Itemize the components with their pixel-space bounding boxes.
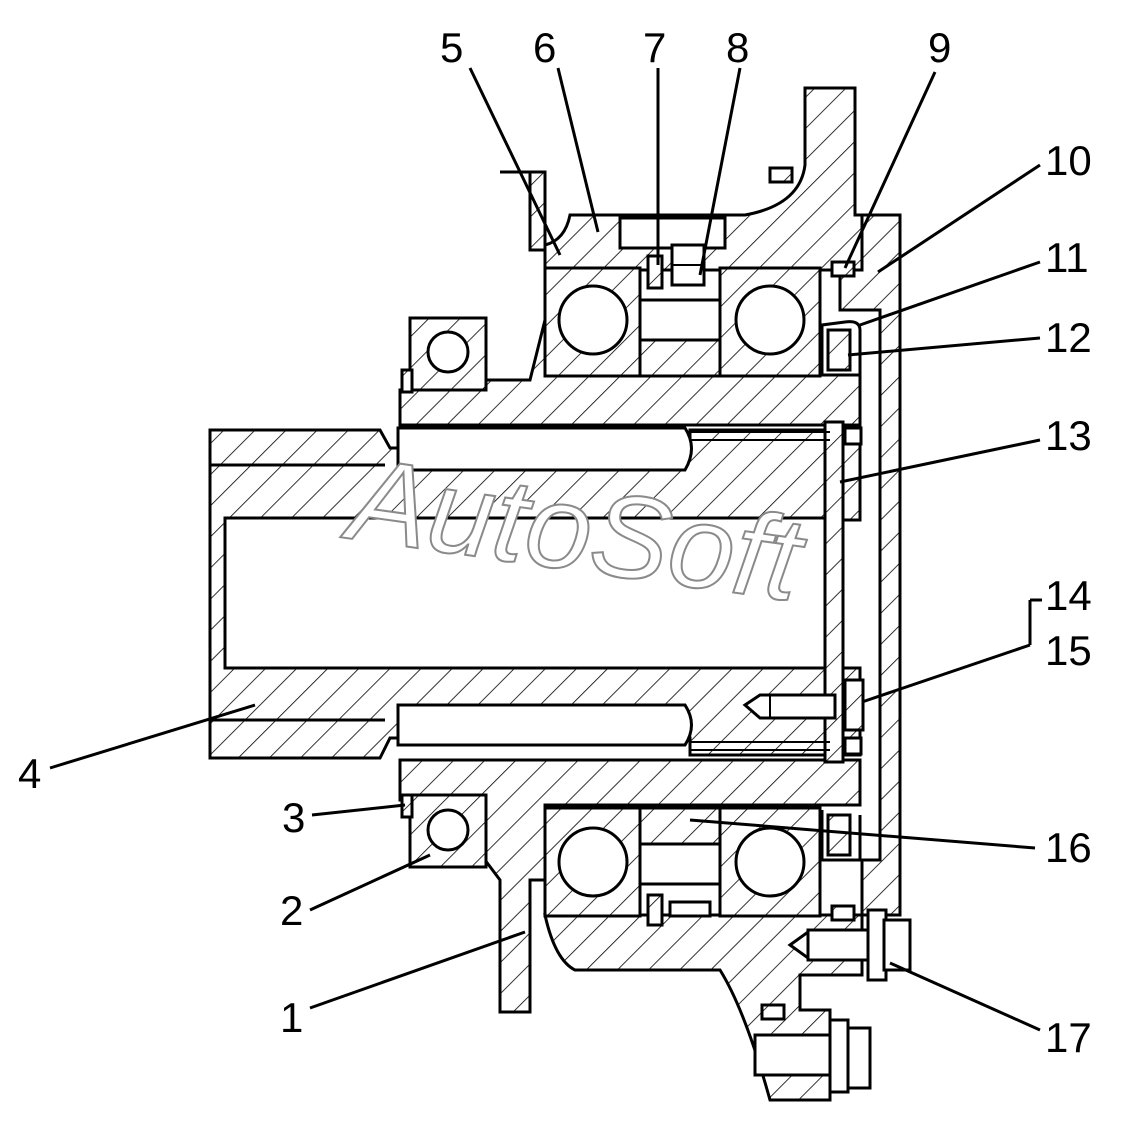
callout-1: 1 [280, 994, 303, 1041]
callout-10: 10 [1045, 137, 1092, 184]
seal [820, 320, 862, 862]
center-screw [742, 678, 865, 732]
callout-12: 12 [1045, 314, 1092, 361]
callout-13: 13 [1045, 412, 1092, 459]
callout-15: 15 [1045, 627, 1092, 674]
callout-labels: 1 2 3 4 5 6 7 8 9 10 11 12 13 14 15 16 1… [18, 24, 1092, 1061]
callout-6: 6 [533, 24, 556, 71]
bearing-top-right [718, 266, 822, 378]
callout-11: 11 [1045, 234, 1089, 281]
leader-lines [49, 67, 1042, 1032]
callout-9: 9 [928, 24, 951, 71]
needle-sleeves [690, 420, 863, 764]
small-bearing-bottom [408, 793, 488, 869]
callout-5: 5 [440, 24, 463, 71]
callout-8: 8 [726, 24, 749, 71]
callout-3: 3 [282, 794, 305, 841]
bearing-top-left [543, 266, 642, 378]
small-bearing-top [408, 316, 488, 392]
callout-7: 7 [643, 24, 666, 71]
o-rings [760, 166, 856, 1021]
bearing-bottom-left [543, 806, 642, 918]
bolts [753, 908, 912, 1094]
plug [670, 243, 706, 287]
shaft [208, 426, 862, 760]
callout-4: 4 [18, 750, 41, 797]
callout-16: 16 [1045, 824, 1092, 871]
callout-17: 17 [1045, 1014, 1092, 1061]
callout-2: 2 [280, 887, 303, 934]
spacer-sleeves [638, 298, 722, 886]
bearing-carrier-top [543, 86, 864, 272]
callout-14: 14 [1045, 572, 1092, 619]
